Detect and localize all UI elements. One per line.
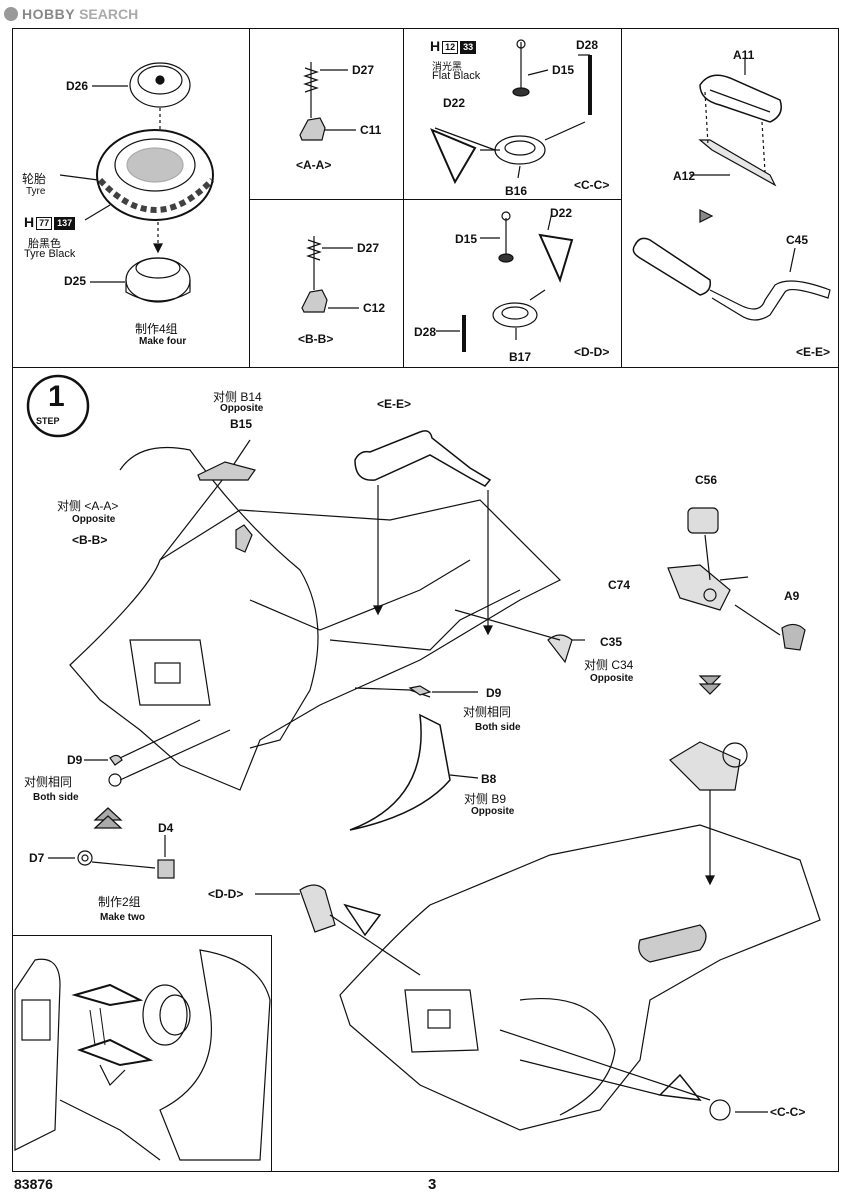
label-make-four-cn: 制作4组	[135, 322, 178, 336]
label-make-four-en: Make four	[139, 336, 187, 347]
label-flat-black-cn: 消光黑	[432, 62, 462, 73]
label-main-cc: <C-C>	[770, 1105, 806, 1119]
paint-code-h: H	[24, 214, 35, 230]
label-d25: D25	[64, 274, 87, 288]
label-b15: B15	[230, 417, 253, 431]
hull-upper	[69, 439, 562, 831]
label-dd-b17: B17	[509, 350, 532, 364]
title-cc: <C-C>	[574, 178, 610, 192]
label-dd-d22: D22	[550, 206, 573, 220]
label-c45: C45	[786, 233, 809, 247]
paint-num-1: 77	[36, 216, 53, 230]
label-tyre-black-cn: 胎黑色	[28, 238, 61, 250]
label-main-ee: <E-E>	[377, 397, 412, 411]
label-tyre-black-en: Tyre Black	[24, 248, 76, 260]
label-dd-d15: D15	[455, 232, 478, 246]
label-both-side-cn-left: 对侧相同	[24, 775, 73, 789]
label-c74: C74	[608, 578, 631, 592]
step-label: STEP	[36, 416, 60, 426]
label-dd-d28: D28	[414, 325, 437, 339]
label-c56: C56	[695, 473, 718, 487]
label-b8: B8	[481, 772, 497, 786]
watermark: HOBBY SEARCH	[4, 4, 138, 24]
label-tyre-en: Tyre	[26, 186, 46, 197]
watermark-search-text: SEARCH	[79, 6, 139, 22]
label-aa-opposite-cn: 对侧 <A-A>	[57, 499, 119, 513]
label-make-two-cn: 制作2组	[98, 895, 141, 909]
label-b14-cn: 对侧 B14	[213, 390, 262, 404]
label-d9-left: D9	[67, 753, 83, 767]
hobby-logo-icon	[4, 7, 18, 21]
label-d26: D26	[66, 79, 89, 93]
label-aa-c11: C11	[360, 123, 382, 137]
title-aa: <A-A>	[296, 158, 332, 172]
tyre	[96, 129, 214, 221]
label-c35: C35	[600, 635, 623, 649]
aa-spring-d27	[303, 62, 319, 118]
label-bb-c12: C12	[363, 301, 386, 315]
hull-lower	[255, 741, 821, 1131]
label-aa-opposite-en: Opposite	[72, 514, 116, 525]
label-both-side-cn-right: 对侧相同	[463, 705, 512, 719]
paint-num-cc-1: 12	[442, 40, 459, 54]
label-cc-d22: D22	[443, 96, 466, 110]
title-ee: <E-E>	[796, 345, 831, 359]
wheel-hub-d26	[129, 62, 191, 108]
label-a9: A9	[784, 589, 800, 603]
label-make-two-en: Make two	[100, 912, 146, 923]
label-cc-d15: D15	[552, 63, 575, 77]
label-c34-cn: 对侧 C34	[584, 658, 634, 672]
detail-inset	[12, 935, 272, 1172]
label-c34-en: Opposite	[590, 673, 634, 684]
label-d9-right: D9	[486, 686, 502, 700]
label-main-dd: <D-D>	[208, 887, 244, 901]
label-cc-b16: B16	[505, 184, 528, 198]
label-main-bb: <B-B>	[72, 533, 108, 547]
detail-inset-art	[14, 949, 271, 1161]
label-a12: A12	[673, 169, 696, 183]
title-dd: <D-D>	[574, 345, 610, 359]
page-number: 3	[428, 1176, 437, 1193]
label-a11: A11	[733, 48, 755, 62]
label-both-side-en-right: Both side	[475, 722, 521, 733]
label-d7: D7	[29, 851, 45, 865]
product-code: 83876	[14, 1176, 53, 1192]
watermark-logo-text: HOBBY	[22, 6, 76, 22]
main-step-panel	[12, 367, 839, 1172]
label-both-side-en-left: Both side	[33, 792, 79, 803]
label-flat-black-en: Flat Black	[432, 70, 481, 82]
label-tyre-cn: 轮胎	[22, 172, 47, 186]
wheel-hub-d25	[125, 257, 191, 303]
step-number: 1	[48, 380, 65, 413]
paint-code-h-cc: H	[430, 38, 441, 54]
label-d4: D4	[158, 821, 174, 835]
paint-num-cc-2: 33	[460, 40, 477, 54]
title-bb: <B-B>	[298, 332, 334, 346]
label-b9-en: Opposite	[471, 806, 515, 817]
label-aa-d27: D27	[352, 63, 375, 77]
label-b14-en: Opposite	[220, 403, 264, 414]
label-bb-d27: D27	[357, 241, 380, 255]
label-b9-cn: 对侧 B9	[464, 792, 507, 806]
label-cc-d28: D28	[576, 38, 599, 52]
paint-num-2: 137	[54, 216, 76, 230]
